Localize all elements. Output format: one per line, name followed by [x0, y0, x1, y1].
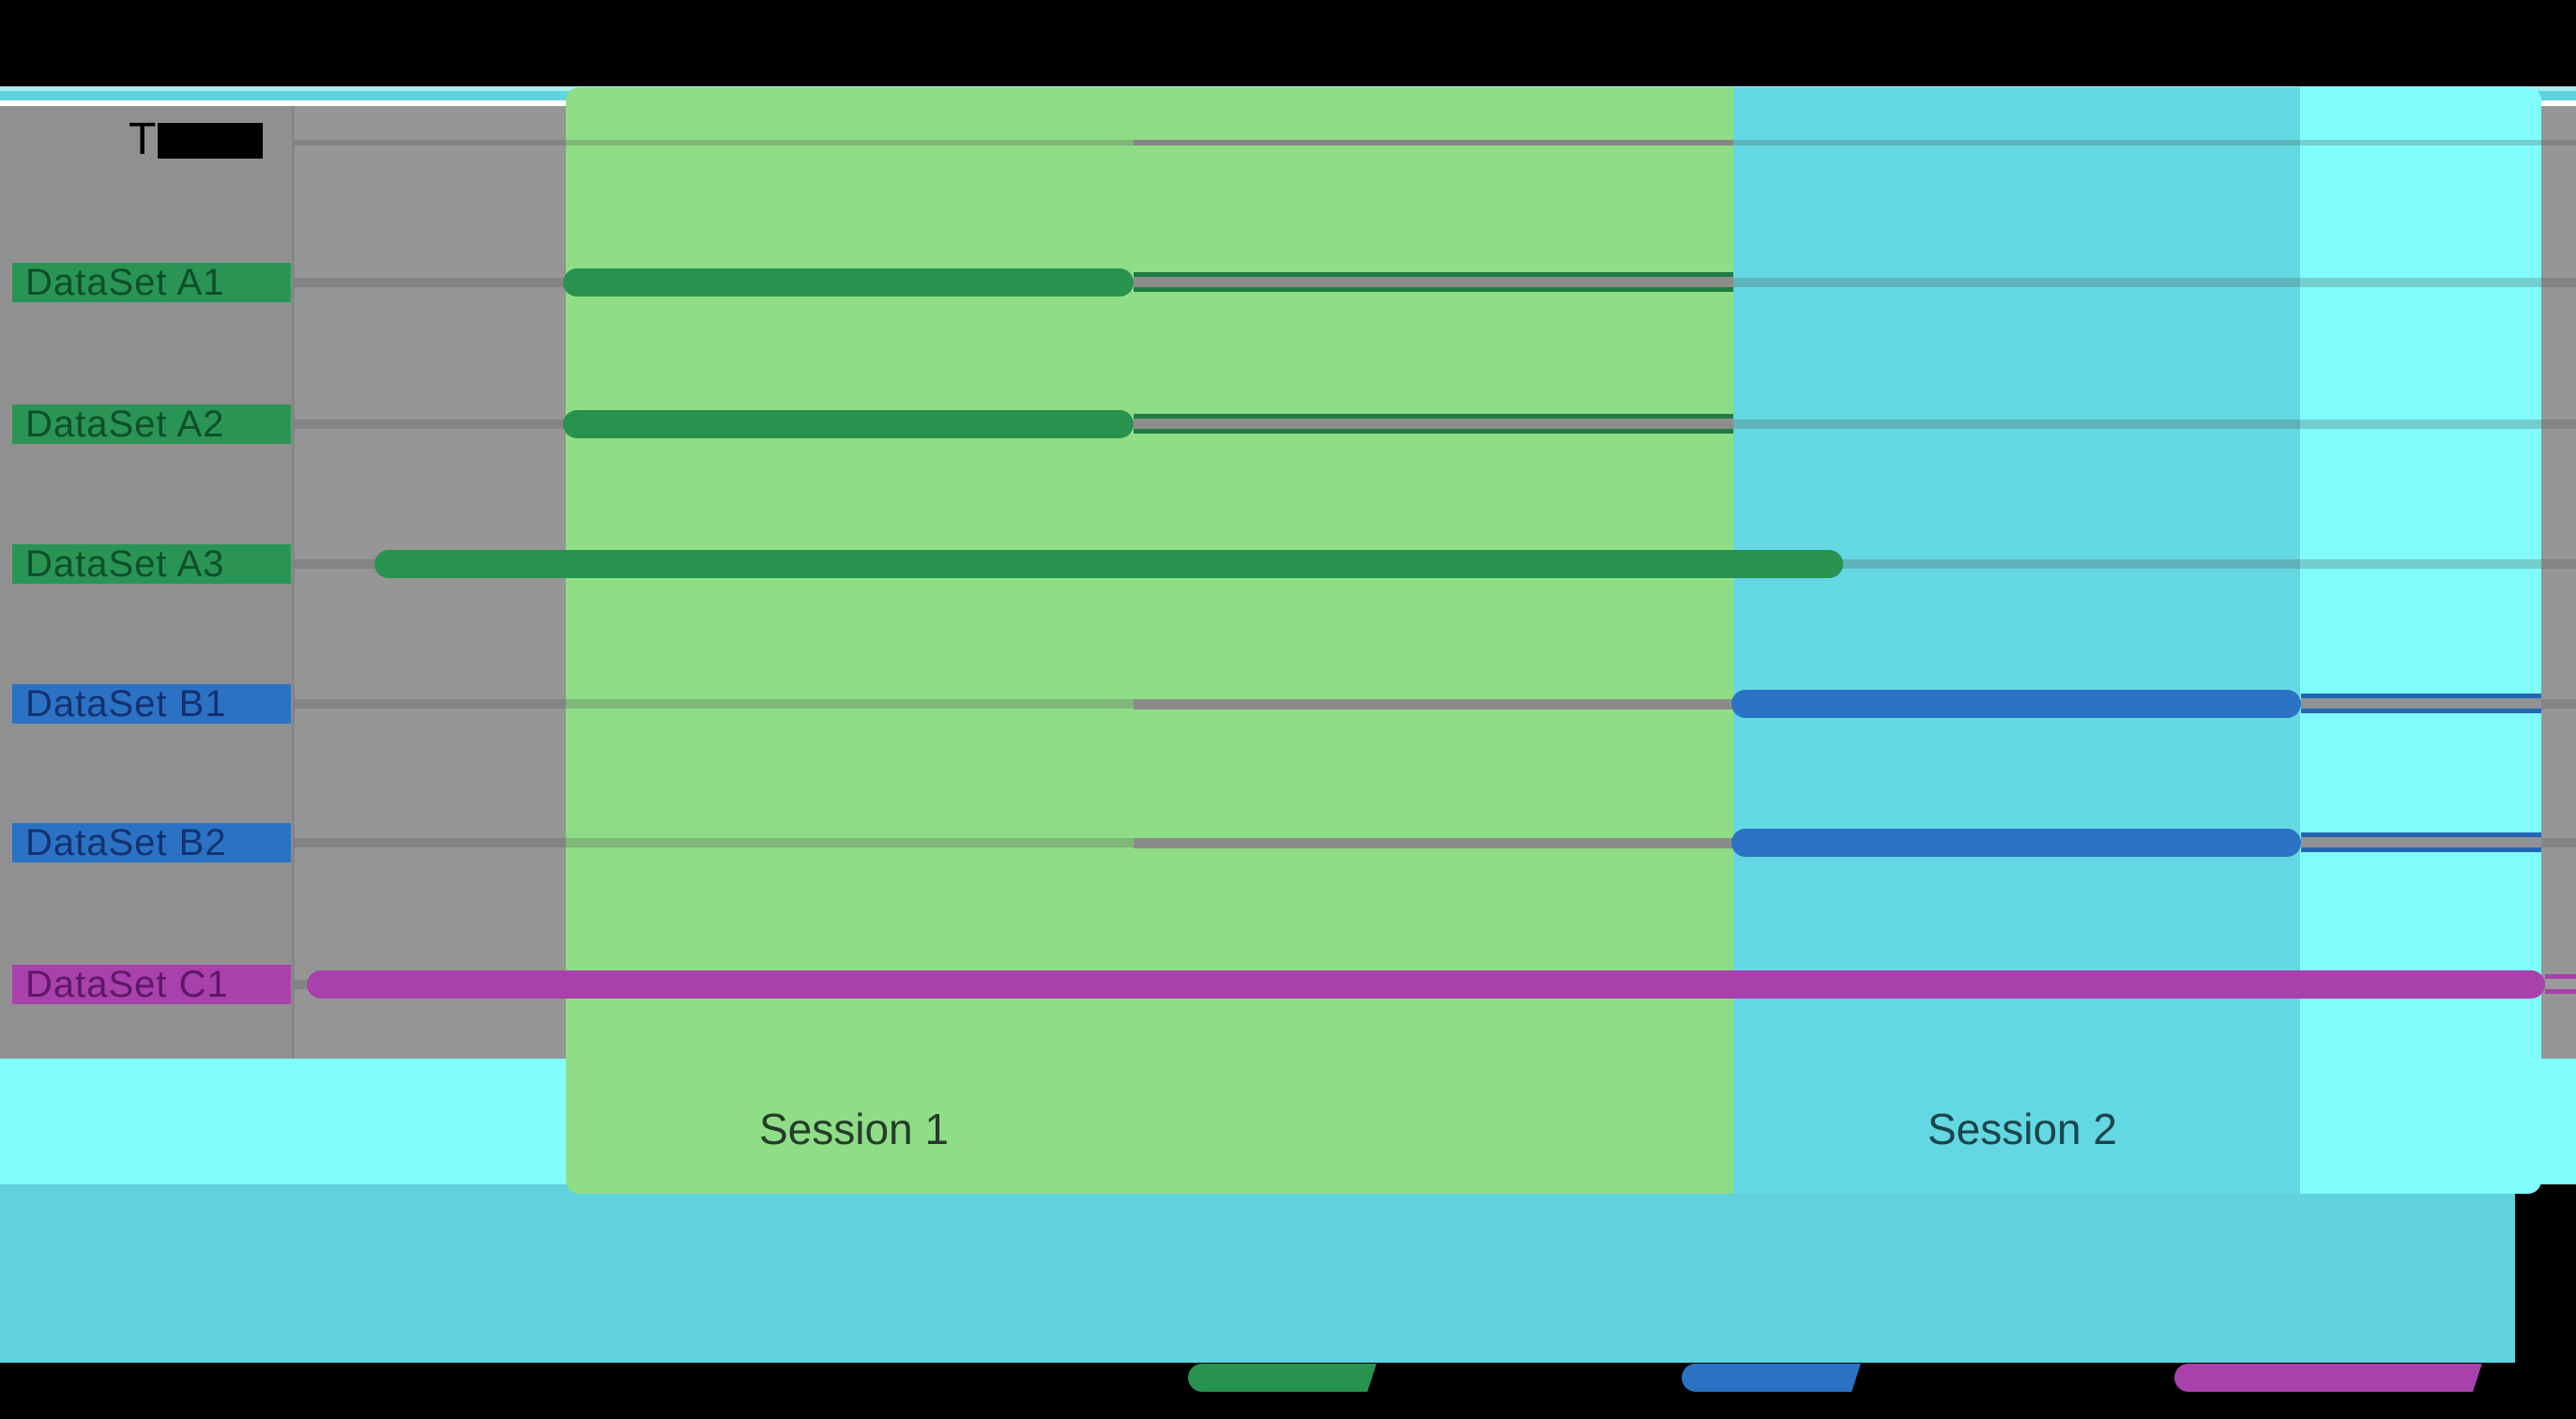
bar-dataset-a1 — [563, 268, 1134, 297]
row-label-dataset-a2: DataSet A2 — [12, 404, 291, 444]
series-a-swatch-tail — [1313, 1364, 1377, 1392]
legend-key-series-a — [1188, 1364, 1385, 1392]
series-c-swatch — [2174, 1364, 2320, 1392]
row-label-dataset-b2: DataSet B2 — [12, 823, 291, 862]
legend-key-series-c — [2174, 1364, 2493, 1392]
title-redaction-box — [158, 123, 264, 159]
legend-key-series-b — [1682, 1364, 1869, 1392]
gridline-header-dark-segment — [1134, 140, 1733, 145]
footer-cyan-band — [0, 1184, 2515, 1363]
gridline-b2-dark-segment — [1134, 838, 1733, 848]
label-column-divider — [292, 106, 295, 1059]
session2-band — [1733, 87, 2300, 1194]
track-dataset-b1 — [2301, 694, 2541, 713]
post-session-band — [2300, 87, 2541, 1194]
session2-label: Session 2 — [1927, 1105, 2117, 1153]
track-dataset-a2 — [1134, 414, 1733, 434]
series-b-swatch-tail — [1797, 1364, 1861, 1392]
track-dataset-c1 — [2545, 974, 2576, 994]
track-dataset-a1 — [1134, 272, 1733, 292]
gridline-b1-dark-segment — [1134, 699, 1733, 710]
series-c-swatch-tail — [2304, 1364, 2482, 1392]
session1-label: Session 1 — [758, 1105, 949, 1153]
track-dataset-b2 — [2301, 832, 2541, 852]
series-b-swatch — [1682, 1364, 1813, 1392]
row-label-dataset-c1: DataSet C1 — [12, 965, 291, 1004]
row-label-dataset-b1: DataSet B1 — [12, 684, 291, 724]
row-label-dataset-a3: DataSet A3 — [12, 544, 291, 584]
bar-dataset-b2 — [1731, 829, 2301, 857]
session1-band — [566, 87, 1733, 1194]
bar-dataset-b1 — [1731, 690, 2301, 718]
bar-dataset-a3 — [374, 550, 1843, 578]
chart-title: T — [129, 114, 264, 164]
bar-dataset-c1 — [307, 970, 2545, 999]
bar-dataset-a2 — [563, 410, 1134, 438]
row-label-dataset-a1: DataSet A1 — [12, 263, 291, 302]
series-a-swatch — [1188, 1364, 1329, 1392]
chart-title-text: T — [129, 114, 157, 164]
